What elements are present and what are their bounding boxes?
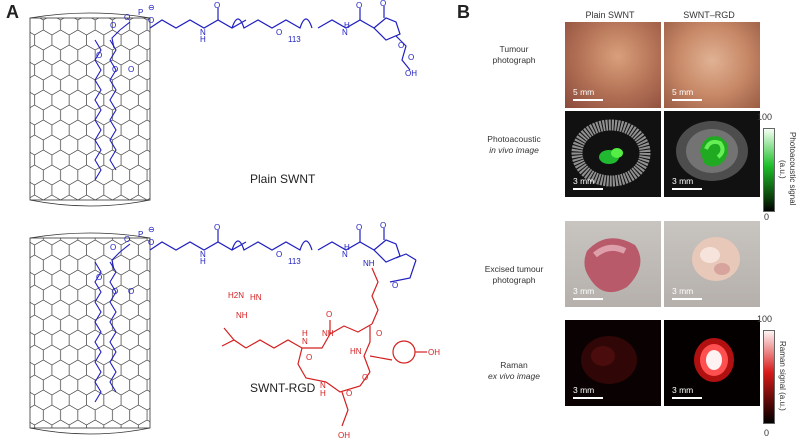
nanotube-top [29,12,151,207]
label-swnt-rgd: SWNT-RGD [250,381,316,395]
atom-o: O [112,287,118,296]
atom-o: O [380,0,386,8]
atom-o: O [110,243,116,252]
atom-o: O [398,41,404,50]
atom-n: N [200,28,206,37]
excised-photo-rgd: 3 mm [664,221,760,307]
atom-o: O [356,223,362,232]
atom-o: O [356,1,362,10]
atom-o: O [346,389,352,398]
atom-o: O [376,329,382,338]
panel-a: A [6,0,440,440]
atom-h: H [200,35,206,44]
atom-o: O [392,281,398,290]
atom-hn: HN [350,347,362,356]
atom-oh: OH [338,431,350,440]
rgd-peptide [221,267,427,427]
chemistry-diagram: O P ⊖ H N O O 113 N H O O O OH O O O O O… [29,0,440,440]
atom-o: O [148,16,154,25]
atom-n: N [200,250,206,259]
atom-nh: NH [322,329,334,338]
colorbar-pa-max: 100 [757,112,773,122]
panel-b-letter: B [457,2,470,22]
atom-o: O [128,65,134,74]
atom-p: P [138,230,143,239]
atom-h: H [320,389,326,398]
atom-o: O [112,65,118,74]
raman-image-rgd: 3 mm [664,320,760,406]
colorbar-raman [763,330,775,424]
tumour-photo-plain: 5 mm [565,22,661,108]
atom-hn: HN [250,293,262,302]
peg-linker-top [149,6,411,71]
excised-photo-plain: 3 mm [565,221,661,307]
atom-o: O [96,51,102,60]
atom-n: N [342,28,348,37]
colorbar-raman-max: 100 [757,314,773,324]
atom-o: O [380,221,386,230]
atom-o: O [362,373,368,382]
colorbar-raman-label: Raman signal (a.u.) [778,341,787,411]
peg-subscript: 113 [288,257,301,266]
colorbar-pa-label: Photoacoustic signal (a.u.) [778,132,797,206]
atom-oh: OH [428,348,440,357]
atom-o: O [276,28,282,37]
colorbar-pa-min: 0 [764,212,770,222]
photoacoustic-image-rgd: 3 mm [664,111,760,197]
atom-h: H [200,257,206,266]
atom-n: N [342,250,348,259]
atom-nh: NH [363,259,375,268]
column-header-swnt-rgd: SWNT–RGD [683,10,735,20]
raman-image-plain: 3 mm [565,320,661,406]
atom-o: O [214,1,220,10]
atom-p: P [138,8,143,17]
atom-o: O [214,223,220,232]
atom-o: O [110,21,116,30]
atom-h: H [302,329,308,338]
peg-linker-bottom [149,228,417,283]
atom-minus: ⊖ [148,225,155,234]
atom-n: N [302,337,308,346]
atom-h: H [344,243,350,252]
nanotube-bottom [29,232,151,435]
atom-n: N [320,381,326,390]
atom-o: O [326,310,332,319]
peg-subscript: 113 [288,35,301,44]
lipid-tails-bottom [94,243,131,403]
atom-o: O [124,235,130,244]
atom-o: O [408,53,414,62]
label-plain-swnt: Plain SWNT [250,172,316,186]
atom-o: O [276,250,282,259]
atom-nh: NH [236,311,248,320]
atom-o: O [96,273,102,282]
atom-o: O [148,238,154,247]
lipid-tails-top [94,21,131,181]
atom-o: O [124,13,130,22]
column-header-plain-swnt: Plain SWNT [585,10,635,20]
tumour-photo-rgd: 5 mm [664,22,760,108]
atom-h: H [344,21,350,30]
colorbar-photoacoustic [763,128,775,212]
atom-h2n: H2N [228,291,244,300]
atom-minus: ⊖ [148,3,155,12]
photoacoustic-image-plain: 3 mm [565,111,661,197]
atom-oh: OH [405,69,417,78]
atom-o: O [306,353,312,362]
panel-a-letter: A [6,2,19,22]
atom-o: O [128,287,134,296]
colorbar-raman-min: 0 [764,428,770,438]
